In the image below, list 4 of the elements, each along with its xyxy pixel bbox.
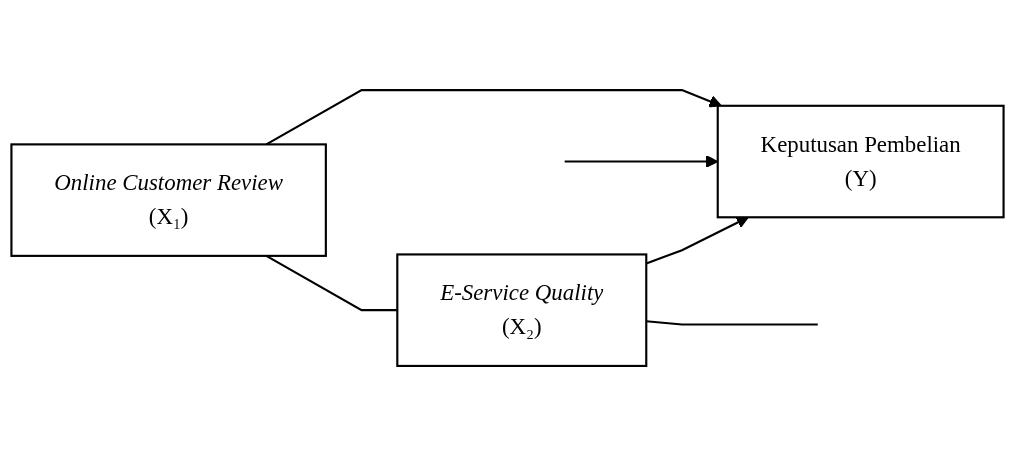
node-box: Keputusan Pembelian (Y) bbox=[716, 104, 1005, 219]
connector bbox=[646, 320, 818, 326]
node-box: Online Customer Review (X₁) bbox=[10, 143, 327, 257]
node-box: E-Service Quality (X₂) bbox=[396, 253, 648, 367]
